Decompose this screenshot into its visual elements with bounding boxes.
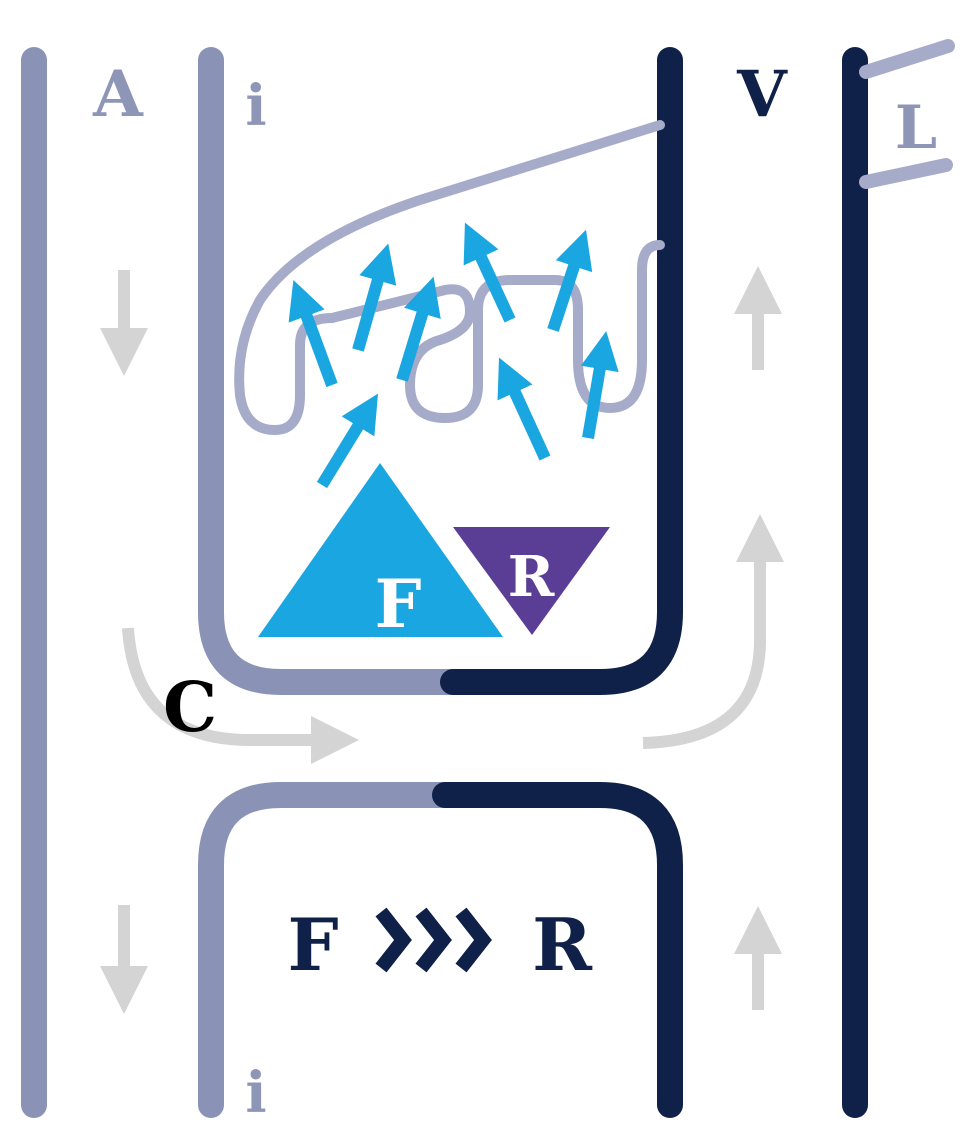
- lymph-vessel-upper: [859, 39, 955, 79]
- fluid-arrow-icon: [396, 276, 441, 382]
- reabsorption-label: R: [508, 544, 555, 610]
- upper-wall-arterial: [198, 47, 466, 695]
- vein-label: V: [736, 57, 788, 132]
- fluid-arrow-icon: [352, 243, 397, 352]
- chevrons-icon: [375, 907, 492, 973]
- lymph-label: L: [895, 93, 937, 163]
- fluid-arrow-icon: [288, 279, 338, 388]
- interstitium-label-top: i: [245, 73, 266, 139]
- reabsorption-triangle: [453, 527, 610, 635]
- filtration-label: F: [375, 565, 422, 643]
- fluid-arrow-icon: [463, 222, 516, 323]
- filtration-triangle: [258, 463, 503, 637]
- upper-wall-venous: [440, 47, 683, 695]
- capillary-label: C: [163, 668, 217, 748]
- fluid-arrow-icon: [316, 393, 379, 489]
- flow-curve-arrow-icon: [642, 514, 784, 749]
- flow-curve-arrow-icon: [122, 627, 359, 764]
- interstitium-label-bottom: i: [245, 1060, 266, 1126]
- lymph-capillary: [234, 120, 665, 435]
- lymph-vessel-lower: [859, 158, 953, 189]
- bottom-filtration-label: F: [287, 902, 338, 987]
- fluid-arrow-icon: [547, 229, 593, 332]
- fluid-arrow-icon: [580, 331, 619, 440]
- lower-wall-arterial: [198, 782, 458, 1118]
- bottom-reabsorption-label: R: [532, 902, 593, 987]
- artery-label: A: [92, 57, 144, 132]
- lower-wall-venous: [432, 782, 683, 1118]
- fluid-arrow-icon: [497, 357, 551, 461]
